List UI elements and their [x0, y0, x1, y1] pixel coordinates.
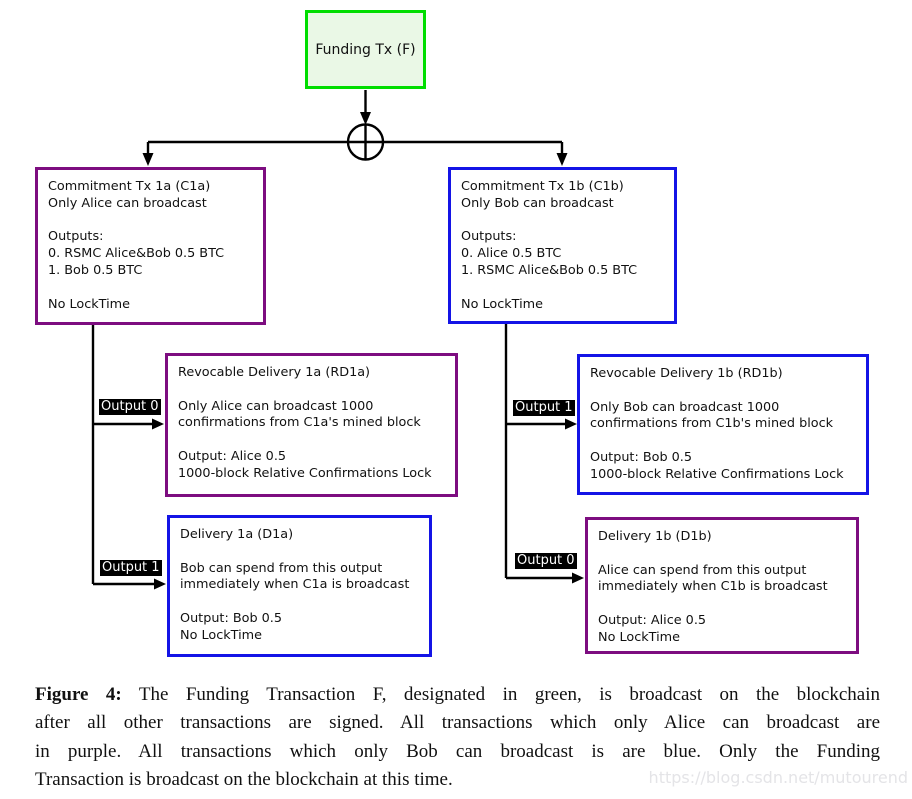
- box-text-line: immediately when C1a is broadcast: [180, 577, 410, 593]
- box-text-line: 0. Alice 0.5 BTC: [461, 246, 562, 262]
- box-text-line: [48, 213, 253, 230]
- box-text-line: Output: Alice 0.5: [598, 612, 707, 628]
- caption-text: The Funding Transaction F, designated in…: [138, 684, 880, 705]
- delivery-d1b-box: Delivery 1b (D1b) Alice can spend from th…: [585, 517, 859, 654]
- csdn-watermark: https://blog.csdn.net/mutourend: [648, 768, 908, 787]
- caption-line: in purple. All transactions which only B…: [35, 740, 880, 762]
- funding-tx-label: Funding Tx (F): [315, 41, 416, 58]
- arrowhead-into-split-icon: [360, 112, 371, 125]
- caption-line: Figure 4: The Funding Transaction F, des…: [35, 681, 880, 709]
- box-text-line: Bob can spend from this output: [180, 560, 383, 576]
- box-text-line: 1. RSMC Alice&Bob 0.5 BTC: [461, 262, 638, 278]
- box-text-line: [178, 382, 445, 399]
- edge-label-c1b-output1: Output 1: [513, 400, 575, 416]
- box-text-line: [180, 544, 419, 561]
- box-text-line: Commitment Tx 1b (C1b): [461, 179, 624, 194]
- box-text-line: Alice can spend from this output: [598, 562, 807, 578]
- box-text-line: Commitment Tx 1a (C1a): [48, 179, 211, 194]
- edge-label-c1a-output0: Output 0: [99, 399, 161, 415]
- box-text-line: 1. Bob 0.5 BTC: [48, 262, 143, 278]
- box-text-line: [48, 280, 253, 297]
- box-text-line: No LockTime: [461, 296, 543, 312]
- box-text-line: [590, 433, 856, 450]
- arrowhead-into-d1b-icon: [572, 572, 584, 584]
- box-text-line: Output: Bob 0.5: [590, 449, 692, 465]
- box-text-line: 0. RSMC Alice&Bob 0.5 BTC: [48, 246, 225, 262]
- revocable-delivery-rd1a-box: Revocable Delivery 1a (RD1a) Only Alice c…: [165, 353, 458, 497]
- arrowhead-into-c1b-icon: [556, 153, 568, 166]
- box-text-line: [461, 213, 664, 230]
- arrowhead-into-rd1b-icon: [565, 418, 577, 430]
- box-text-line: Revocable Delivery 1a (RD1a): [178, 365, 371, 380]
- arrowheads: [142, 112, 584, 590]
- commitment-tx-c1b-box: Commitment Tx 1b (C1b)Only Bob can broad…: [448, 167, 677, 324]
- arrowhead-into-d1a-icon: [154, 578, 166, 590]
- caption-figure-label: Figure 4:: [35, 684, 122, 705]
- commitment-tx-c1a-box: Commitment Tx 1a (C1a)Only Alice can bro…: [35, 167, 266, 325]
- box-text-line: [598, 546, 846, 563]
- box-text-line: Output: Bob 0.5: [180, 610, 282, 626]
- arrowhead-into-c1a-icon: [142, 153, 154, 166]
- box-text-line: 1000-block Relative Confirmations Lock: [178, 465, 432, 481]
- edge-label-c1b-output0: Output 0: [515, 553, 577, 569]
- box-text-line: Only Alice can broadcast: [48, 195, 207, 211]
- box-text-line: Outputs:: [48, 229, 104, 245]
- box-text-line: 1000-block Relative Confirmations Lock: [590, 466, 844, 482]
- funding-tx-box: Funding Tx (F): [305, 10, 426, 89]
- box-text-line: Output: Alice 0.5: [178, 448, 287, 464]
- funding-split-connector: [146, 90, 564, 161]
- box-text-line: Delivery 1b (D1b): [598, 529, 712, 544]
- box-text-line: Revocable Delivery 1b (RD1b): [590, 366, 783, 381]
- caption-line: Transaction is broadcast on the blockcha…: [35, 769, 453, 791]
- output-branch-lines: [91, 324, 573, 586]
- revocable-delivery-rd1b-box: Revocable Delivery 1b (RD1b) Only Bob can…: [577, 354, 869, 495]
- box-text-line: Only Bob can broadcast: [461, 195, 614, 211]
- box-text-line: [180, 594, 419, 611]
- box-text-line: immediately when C1b is broadcast: [598, 579, 828, 595]
- box-text-line: confirmations from C1a's mined block: [178, 415, 421, 431]
- figure-caption: Figure 4: The Funding Transaction F, des…: [35, 681, 880, 795]
- arrowhead-into-rd1a-icon: [152, 418, 164, 430]
- box-text-line: [590, 383, 856, 400]
- box-text-line: Delivery 1a (D1a): [180, 527, 294, 542]
- box-text-line: Only Bob can broadcast 1000: [590, 399, 780, 415]
- delivery-d1a-box: Delivery 1a (D1a) Bob can spend from this…: [167, 515, 432, 657]
- box-text-line: No LockTime: [598, 629, 680, 645]
- edge-label-c1a-output1: Output 1: [100, 560, 162, 576]
- box-text-line: Only Alice can broadcast 1000: [178, 398, 374, 414]
- box-text-line: confirmations from C1b's mined block: [590, 416, 834, 432]
- box-text-line: [461, 280, 664, 297]
- box-text-line: No LockTime: [180, 627, 262, 643]
- box-text-line: [178, 432, 445, 449]
- box-text-line: [598, 596, 846, 613]
- caption-line: after all other transactions are signed.…: [35, 712, 880, 734]
- box-text-line: No LockTime: [48, 296, 130, 312]
- box-text-line: Outputs:: [461, 229, 517, 245]
